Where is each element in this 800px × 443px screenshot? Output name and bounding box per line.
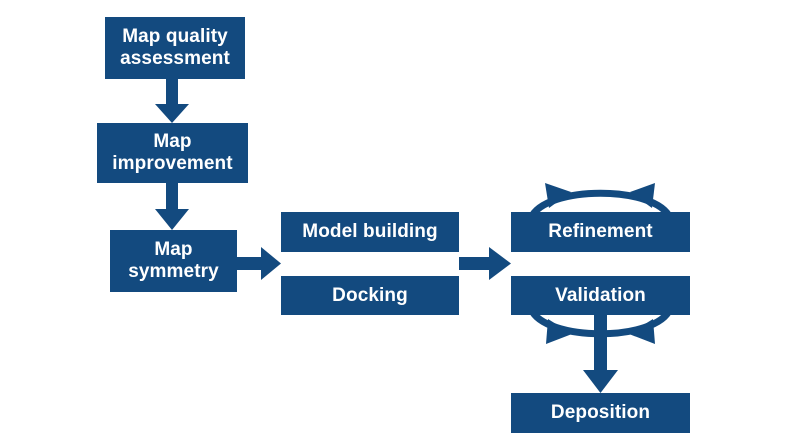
edge-cycle-bottom-arrowheads (546, 319, 655, 344)
edge-quality-to-improvement (155, 78, 189, 123)
node-map-symmetry[interactable]: Map symmetry (110, 230, 237, 292)
edge-symmetry-to-building (237, 247, 281, 280)
node-deposition[interactable]: Deposition (511, 393, 690, 433)
edge-cycle-top-arrowheads (545, 183, 655, 208)
edge-improvement-to-symmetry (155, 182, 189, 230)
node-validation[interactable]: Validation (511, 276, 690, 315)
edge-building-to-refinement (459, 247, 511, 280)
node-refinement[interactable]: Refinement (511, 212, 690, 252)
node-map-quality-assessment[interactable]: Map quality assessment (105, 17, 245, 79)
edge-validation-to-deposition (583, 315, 618, 393)
node-model-building[interactable]: Model building (281, 212, 459, 252)
node-docking[interactable]: Docking (281, 276, 459, 315)
node-map-improvement[interactable]: Map improvement (97, 123, 248, 183)
